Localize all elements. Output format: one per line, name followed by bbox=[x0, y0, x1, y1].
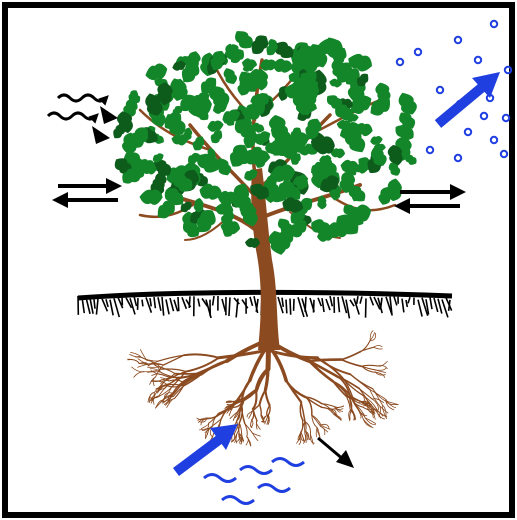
wavy-arrows-icon bbox=[48, 95, 106, 119]
black-arrow-icon-root bbox=[318, 438, 354, 468]
wavy-arrow-heads bbox=[92, 106, 118, 144]
double-arrow-icon-left bbox=[52, 178, 122, 208]
double-arrow-icon-right bbox=[394, 184, 466, 214]
vapor-dots bbox=[397, 21, 511, 161]
water-waves bbox=[204, 459, 304, 504]
blue-arrow-icon-transpiration bbox=[438, 72, 500, 124]
